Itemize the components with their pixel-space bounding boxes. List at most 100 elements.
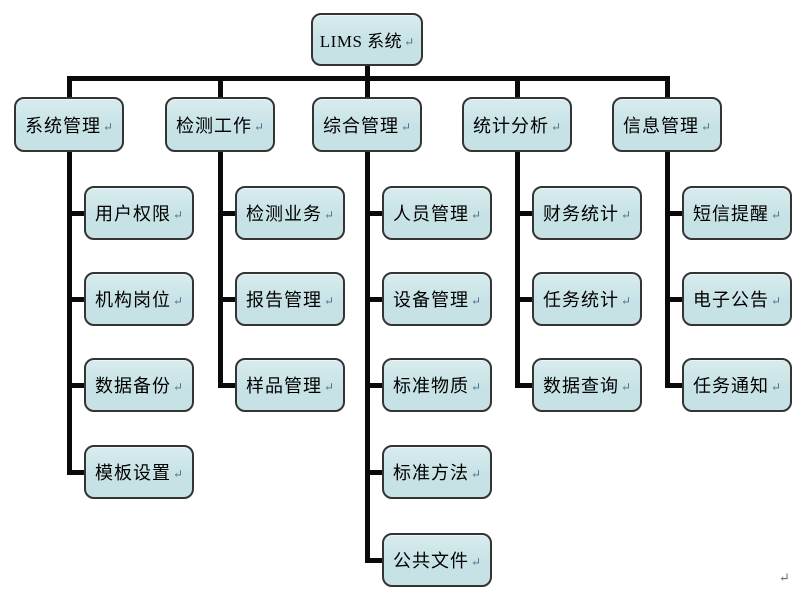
node-label: 检测业务 [245,204,322,224]
connector-child-stub [665,297,685,302]
leaf-node-4-2: 任务通知↵ [682,358,792,412]
connector-trunk [665,152,670,387]
return-mark-icon: ↵ [620,208,632,222]
branch-node-4: 信息管理↵ [612,97,722,152]
node-label: 系统管理 [24,115,101,136]
return-mark-icon: ↵ [323,294,335,308]
return-mark-icon: ↵ [172,208,184,222]
connector-branch-stub [515,76,520,97]
connector-branch-stub [665,76,670,97]
connector-trunk [515,152,520,387]
connector-trunk [365,152,370,562]
node-label: 任务通知 [692,376,769,396]
node-label: 样品管理 [245,376,322,396]
connector-child-stub [67,383,87,388]
return-mark-icon: ↵ [102,119,114,134]
node-label: 报告管理 [245,290,322,310]
node-label: 短信提醒 [692,204,769,224]
return-mark-icon: ↵ [770,380,782,394]
connector-child-stub [365,383,385,388]
return-mark-icon: ↵ [770,294,782,308]
node-label: LIMS 系统 [319,32,403,51]
return-mark-icon: ↵ [400,119,412,134]
leaf-node-1-2: 样品管理↵ [235,358,345,412]
leaf-node-2-2: 标准物质↵ [382,358,492,412]
connector-child-stub [515,383,535,388]
return-mark-icon: ↵ [172,380,184,394]
node-label: 数据查询 [542,376,619,396]
connector-child-stub [67,470,87,475]
connector-child-stub [365,558,385,563]
connector-root-drop [365,66,370,81]
leaf-node-3-2: 数据查询↵ [532,358,642,412]
node-label: 标准物质 [392,376,469,396]
node-label: 用户权限 [94,204,171,224]
return-mark-icon: ↵ [620,294,632,308]
leaf-node-2-0: 人员管理↵ [382,186,492,240]
leaf-node-2-4: 公共文件↵ [382,533,492,587]
node-label: 任务统计 [542,290,619,310]
leaf-node-3-0: 财务统计↵ [532,186,642,240]
branch-node-0: 系统管理↵ [14,97,124,152]
node-label: 数据备份 [94,376,171,396]
node-label: 信息管理 [622,115,699,136]
return-mark-icon: ↵ [470,208,482,222]
connector-branch-stub [67,76,72,97]
return-mark-icon: ↵ [253,119,265,134]
node-label: 设备管理 [392,290,469,310]
node-label: 统计分析 [472,115,549,136]
connector-child-stub [665,211,685,216]
connector-trunk [67,152,72,474]
leaf-node-0-0: 用户权限↵ [84,186,194,240]
node-label: 电子公告 [692,290,769,310]
connector-trunk [218,152,223,387]
return-mark-icon: ↵ [550,119,562,134]
connector-child-stub [218,297,238,302]
branch-node-1: 检测工作↵ [165,97,275,152]
node-label: 财务统计 [542,204,619,224]
node-label: 标准方法 [392,463,469,483]
trailing-return-mark-icon: ↵ [779,570,790,585]
connector-child-stub [665,383,685,388]
connector-child-stub [67,297,87,302]
leaf-node-0-1: 机构岗位↵ [84,272,194,326]
leaf-node-3-1: 任务统计↵ [532,272,642,326]
leaf-node-0-3: 模板设置↵ [84,445,194,499]
leaf-node-1-1: 报告管理↵ [235,272,345,326]
return-mark-icon: ↵ [323,208,335,222]
connector-child-stub [365,211,385,216]
return-mark-icon: ↵ [470,380,482,394]
node-label: 检测工作 [175,115,252,136]
return-mark-icon: ↵ [620,380,632,394]
return-mark-icon: ↵ [470,467,482,481]
connector-branch-stub [365,76,370,97]
return-mark-icon: ↵ [323,380,335,394]
return-mark-icon: ↵ [470,555,482,569]
return-mark-icon: ↵ [172,294,184,308]
connector-child-stub [67,211,87,216]
leaf-node-2-3: 标准方法↵ [382,445,492,499]
connector-child-stub [365,297,385,302]
connector-child-stub [515,297,535,302]
leaf-node-4-0: 短信提醒↵ [682,186,792,240]
return-mark-icon: ↵ [700,119,712,134]
leaf-node-1-0: 检测业务↵ [235,186,345,240]
connector-child-stub [218,211,238,216]
node-label: 人员管理 [392,204,469,224]
node-label: 综合管理 [322,115,399,136]
connector-child-stub [515,211,535,216]
leaf-node-4-1: 电子公告↵ [682,272,792,326]
branch-node-2: 综合管理↵ [312,97,422,152]
branch-node-3: 统计分析↵ [462,97,572,152]
return-mark-icon: ↵ [404,34,415,49]
return-mark-icon: ↵ [770,208,782,222]
return-mark-icon: ↵ [470,294,482,308]
leaf-node-2-1: 设备管理↵ [382,272,492,326]
connector-child-stub [365,470,385,475]
lims-root-node: LIMS 系统↵ [311,13,423,66]
node-label: 机构岗位 [94,290,171,310]
connector-branch-stub [218,76,223,97]
leaf-node-0-2: 数据备份↵ [84,358,194,412]
node-label: 模板设置 [94,463,171,483]
